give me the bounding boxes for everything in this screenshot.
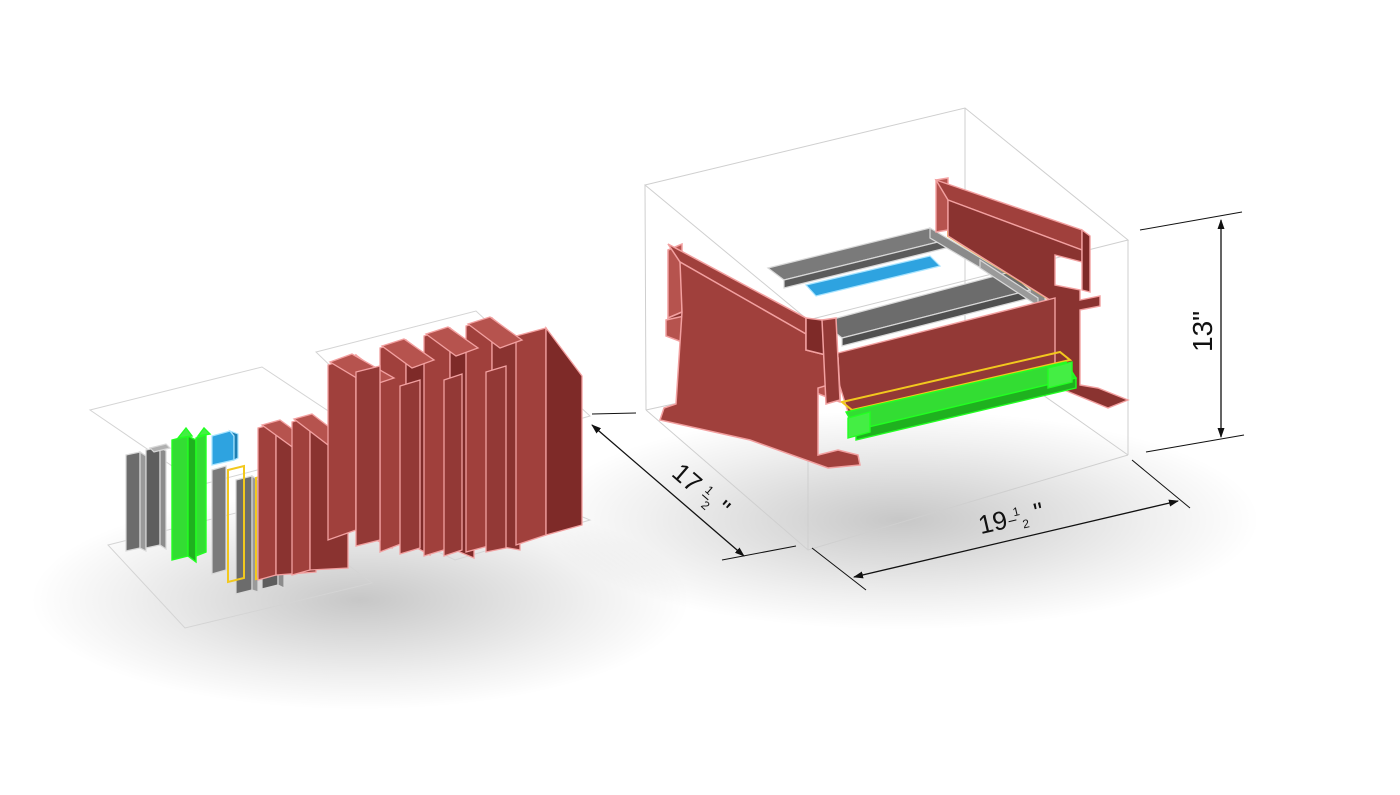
yellow-bottom-rail [839, 350, 1073, 412]
top-gray-frame [766, 226, 1046, 347]
red-flat-bars [257, 413, 352, 581]
green-bottom-rail [844, 361, 1078, 441]
dimension-height: 13" [1139, 211, 1245, 453]
blue-rod [804, 255, 942, 297]
height-dimension-label: 13" [1187, 311, 1218, 352]
dimension-width: 19 1 2 " [811, 459, 1191, 591]
width-dimension-label: 19 1 2 " [973, 486, 1047, 544]
disassembled-profiles-group [88, 310, 592, 629]
red-rail-block [327, 316, 583, 559]
green-profile [171, 426, 212, 564]
left-side-plate [659, 242, 861, 469]
blue-profile [211, 429, 239, 466]
assembled-frame-group [643, 107, 1130, 551]
right-side-plate [934, 177, 1130, 409]
depth-dimension-line [591, 424, 745, 557]
width-dimension-line [853, 499, 1179, 579]
